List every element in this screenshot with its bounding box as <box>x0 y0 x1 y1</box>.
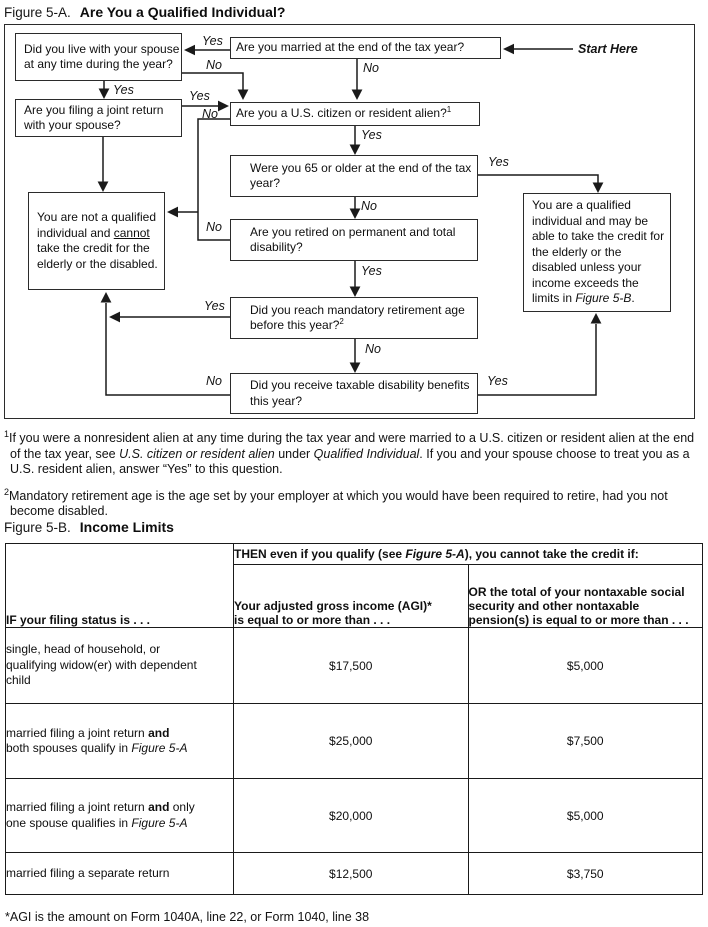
label-no-married-to-citizen: No <box>363 61 379 75</box>
pension-limit: $5,000 <box>467 627 703 704</box>
agi-footnote: *AGI is the amount on Form 1040A, line 2… <box>5 910 370 924</box>
table-row-single: single, head of household, or qualifying… <box>5 627 703 704</box>
node-mandatory-retirement-question: Did you reach mandatory retirement age b… <box>230 297 478 339</box>
agi-limit: $12,500 <box>233 852 469 895</box>
footnote-2: 2Mandatory retirement age is the age set… <box>4 486 668 519</box>
figure-5a-label: Figure 5-A. <box>4 5 71 20</box>
node-married-question: Are you married at the end of the tax ye… <box>230 37 501 59</box>
pension-limit: $5,000 <box>467 778 703 853</box>
flowchart-connectors <box>97 43 604 396</box>
table-header-columns-row: Your adjusted gross income (AGI)* is equ… <box>6 564 703 628</box>
label-no-65-to-retired: No <box>361 199 377 213</box>
node-taxable-benefits-question: Did you receive taxable disability benef… <box>230 373 478 414</box>
node-age-65-question: Were you 65 or older at the end of the t… <box>230 155 478 197</box>
agi-limit: $17,500 <box>233 627 469 704</box>
label-yes-retired-to-mandatory: Yes <box>361 264 382 278</box>
header-nontaxable: OR the total of your nontaxable social s… <box>467 564 703 628</box>
label-no-benefits-to-notqualified: No <box>206 374 222 388</box>
header-then: THEN even if you qualify (see Figure 5-A… <box>233 543 703 565</box>
agi-limit: $20,000 <box>233 778 469 853</box>
flowchart-footnotes: 1If you were a nonresident alien at any … <box>4 427 705 527</box>
agi-limit: $25,000 <box>233 703 469 779</box>
footnote-1: 1If you were a nonresident alien at any … <box>4 429 695 477</box>
table-row-joint-one-qualifies: married filing a joint return and only o… <box>5 778 703 853</box>
income-limits-table: IF your filing status is . . . THEN even… <box>5 543 703 895</box>
node-live-with-spouse-question: Did you live with your spouse at any tim… <box>15 33 182 81</box>
table-row-joint-both-qualify: married filing a joint return and both s… <box>5 703 703 779</box>
label-yes-65-to-qualified: Yes <box>488 155 509 169</box>
figure-5b-title: Income Limits <box>79 519 174 535</box>
label-no-citizen: No <box>202 107 218 121</box>
node-retired-disability-question: Are you retired on permanent and total d… <box>230 219 478 261</box>
pension-limit: $7,500 <box>467 703 703 779</box>
header-filing-status: IF your filing status is . . . <box>5 543 234 628</box>
label-yes-mandatory-to-notqualified: Yes <box>204 299 225 313</box>
node-not-qualified-result: You are not a qualified individual and c… <box>28 192 165 290</box>
label-yes-live-to-joint: Yes <box>113 83 134 97</box>
figure-5b-label: Figure 5-B. <box>4 520 71 535</box>
label-no-mandatory-to-benefits: No <box>365 342 381 356</box>
header-agi: Your adjusted gross income (AGI)* is equ… <box>233 564 469 628</box>
pension-limit: $3,750 <box>467 852 703 895</box>
table-row-separate-return: married filing a separate return $12,500… <box>5 852 703 895</box>
label-yes-joint-to-citizen: Yes <box>189 89 210 103</box>
node-citizen-question: Are you a U.S. citizen or resident alien… <box>230 102 480 126</box>
figure-5a-title: Are You a Qualified Individual? <box>79 4 286 20</box>
label-yes-benefits-to-qualified: Yes <box>487 374 508 388</box>
label-no-retired: No <box>206 220 222 234</box>
table-header-then-row: IF your filing status is . . . THEN even… <box>5 543 703 628</box>
node-qualified-result: You are a qualified individual and may b… <box>523 193 671 312</box>
start-here-label: Start Here <box>578 42 638 56</box>
figure-5a-heading: Figure 5-A. Are You a Qualified Individua… <box>4 4 285 22</box>
node-joint-return-question: Are you filing a joint return with your … <box>15 99 182 137</box>
figure-5b-heading: Figure 5-B. Income Limits <box>4 519 174 537</box>
label-no-live-to-citizen: No <box>206 58 222 72</box>
label-yes-married-to-live: Yes <box>202 34 223 48</box>
label-yes-citizen-to-65: Yes <box>361 128 382 142</box>
